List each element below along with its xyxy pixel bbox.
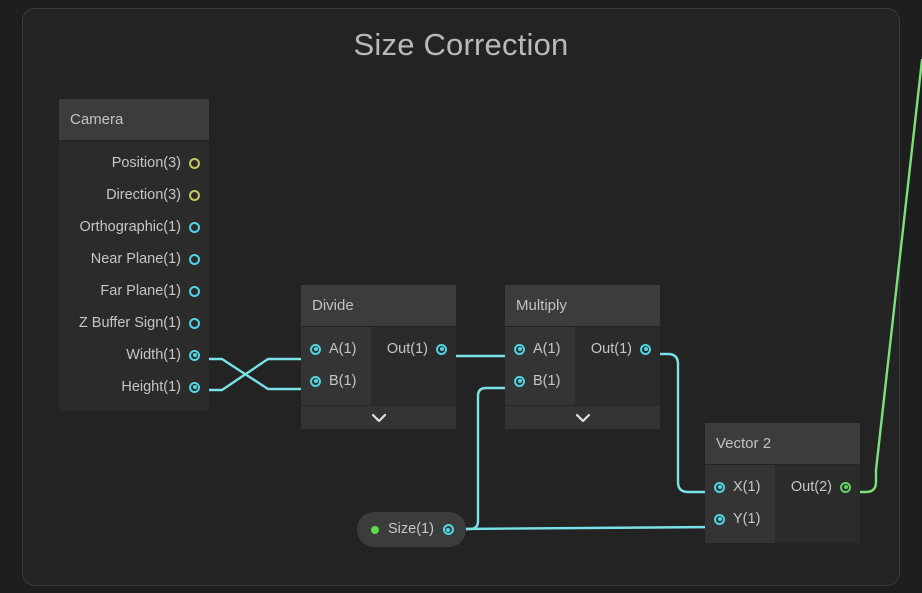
node-divide-body: A(1) B(1) Out(1) <box>301 327 456 405</box>
node-divide-expander[interactable] <box>301 405 456 429</box>
port-row-multiply-out[interactable]: Out(1) <box>575 333 660 365</box>
property-dot-icon <box>371 525 379 534</box>
port-label-position: Position(3) <box>111 154 181 171</box>
port-far-plane-output[interactable] <box>189 285 200 297</box>
node-multiply-outputs: Out(1) <box>575 327 660 405</box>
port-row-divide-a[interactable]: A(1) <box>301 333 371 365</box>
port-height-output[interactable] <box>189 381 200 393</box>
port-row-divide-b[interactable]: B(1) <box>301 365 371 397</box>
port-multiply-out-output[interactable] <box>640 343 651 355</box>
port-multiply-a-input[interactable] <box>514 343 525 355</box>
port-row-vector2-y[interactable]: Y(1) <box>705 503 775 535</box>
port-row-divide-out[interactable]: Out(1) <box>371 333 456 365</box>
node-camera-outputs: Position(3) Direction(3) Orthographic(1)… <box>59 141 209 411</box>
node-divide-outputs: Out(1) <box>371 327 456 405</box>
node-vector2-body: X(1) Y(1) Out(2) <box>705 465 860 543</box>
port-label-divide-b: B(1) <box>329 372 357 389</box>
node-vector2-title: Vector 2 <box>705 423 860 465</box>
port-label-multiply-out: Out(1) <box>590 340 632 357</box>
port-label-vector2-out: Out(2) <box>790 478 832 495</box>
port-label-divide-out: Out(1) <box>386 340 428 357</box>
chevron-down-icon <box>371 413 386 422</box>
node-camera[interactable]: Camera Position(3) Direction(3) Orthogra… <box>59 99 209 411</box>
node-multiply[interactable]: Multiply A(1) B(1) Out(1) <box>505 285 660 429</box>
node-divide-inputs: A(1) B(1) <box>301 327 371 405</box>
port-row-vector2-out[interactable]: Out(2) <box>775 471 860 503</box>
node-vector2-outputs: Out(2) <box>775 465 860 543</box>
port-vector2-y-input[interactable] <box>714 513 725 525</box>
port-label-far-plane: Far Plane(1) <box>100 282 181 299</box>
port-position-output[interactable] <box>189 157 200 169</box>
node-divide[interactable]: Divide A(1) B(1) Out(1) <box>301 285 456 429</box>
port-multiply-b-input[interactable] <box>514 375 525 387</box>
port-row-multiply-a[interactable]: A(1) <box>505 333 575 365</box>
port-label-direction: Direction(3) <box>106 186 181 203</box>
node-multiply-body: A(1) B(1) Out(1) <box>505 327 660 405</box>
port-vector2-x-input[interactable] <box>714 481 725 493</box>
node-divide-title: Divide <box>301 285 456 327</box>
page-title: Size Correction <box>353 27 569 62</box>
port-label-multiply-a: A(1) <box>533 340 561 357</box>
port-label-near-plane: Near Plane(1) <box>90 250 181 267</box>
port-row-height[interactable]: Height(1) <box>59 371 209 403</box>
port-label-divide-a: A(1) <box>329 340 357 357</box>
port-divide-a-input[interactable] <box>310 343 321 355</box>
size-property-label: Size(1) <box>388 521 434 538</box>
port-label-vector2-x: X(1) <box>733 478 761 495</box>
port-z-buffer-sign-output[interactable] <box>189 317 200 329</box>
node-size-property[interactable]: Size(1) <box>357 512 466 547</box>
port-row-orthographic[interactable]: Orthographic(1) <box>59 211 209 243</box>
port-row-multiply-b[interactable]: B(1) <box>505 365 575 397</box>
port-row-far-plane[interactable]: Far Plane(1) <box>59 275 209 307</box>
node-multiply-expander[interactable] <box>505 405 660 429</box>
port-row-z-buffer-sign[interactable]: Z Buffer Sign(1) <box>59 307 209 339</box>
port-label-vector2-y: Y(1) <box>733 510 761 527</box>
port-row-direction[interactable]: Direction(3) <box>59 179 209 211</box>
port-row-width[interactable]: Width(1) <box>59 339 209 371</box>
port-row-position[interactable]: Position(3) <box>59 147 209 179</box>
port-near-plane-output[interactable] <box>189 253 200 265</box>
port-orthographic-output[interactable] <box>189 221 200 233</box>
port-divide-out-output[interactable] <box>436 343 447 355</box>
port-label-orthographic: Orthographic(1) <box>79 218 181 235</box>
node-camera-title: Camera <box>59 99 209 141</box>
port-vector2-out-output[interactable] <box>840 481 851 493</box>
port-direction-output[interactable] <box>189 189 200 201</box>
node-vector2[interactable]: Vector 2 X(1) Y(1) Out(2) <box>705 423 860 543</box>
port-label-z-buffer-sign: Z Buffer Sign(1) <box>78 314 181 331</box>
node-vector2-inputs: X(1) Y(1) <box>705 465 775 543</box>
port-divide-b-input[interactable] <box>310 375 321 387</box>
port-label-width: Width(1) <box>126 346 181 363</box>
node-multiply-title: Multiply <box>505 285 660 327</box>
port-row-vector2-x[interactable]: X(1) <box>705 471 775 503</box>
chevron-down-icon <box>575 413 590 422</box>
port-label-height: Height(1) <box>121 378 181 395</box>
node-multiply-inputs: A(1) B(1) <box>505 327 575 405</box>
port-row-near-plane[interactable]: Near Plane(1) <box>59 243 209 275</box>
port-label-multiply-b: B(1) <box>533 372 561 389</box>
port-width-output[interactable] <box>189 349 200 361</box>
port-size-output[interactable] <box>442 524 454 535</box>
